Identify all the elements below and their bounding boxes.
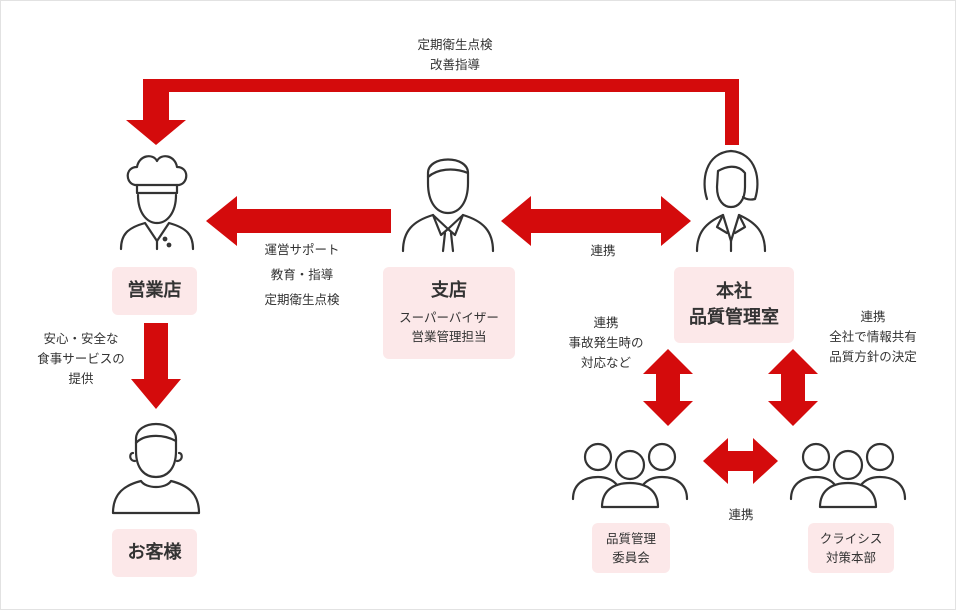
note-store-to-customer: 安心・安全な 食事サービスの 提供 xyxy=(31,329,131,389)
arrow-hq-to-store-loop xyxy=(126,79,739,145)
chef-icon xyxy=(119,155,195,251)
branch-label: 支店 xyxy=(431,280,467,302)
note-top-loop: 定期衛生点検 改善指導 xyxy=(395,35,515,75)
note-hq-to-crisis: 連携 全社で情報共有 品質方針の決定 xyxy=(813,307,933,367)
note-line: 事故発生時の xyxy=(568,335,644,350)
note-branch-hq: 連携 xyxy=(573,241,633,261)
note-committee-crisis: 連携 xyxy=(711,505,771,525)
arrow-committee-crisis xyxy=(703,438,778,484)
businessman-icon xyxy=(401,158,495,253)
note-line: 食事サービスの xyxy=(37,351,125,366)
note-line: 連携 xyxy=(728,507,754,522)
hq-label: 本社 xyxy=(716,280,752,302)
note-line: 改善指導 xyxy=(429,57,480,72)
store-box: 営業店 xyxy=(112,267,197,315)
group-icon xyxy=(571,442,689,509)
note-branch-to-store: 運営サポート 教育・指導 定期衛生点検 xyxy=(247,237,357,312)
crisis-hq-label: クライシス xyxy=(819,530,883,546)
note-line: 全社で情報共有 xyxy=(829,329,917,344)
store-label: 営業店 xyxy=(127,279,182,301)
note-line: 定期衛生点検 xyxy=(264,292,340,307)
note-line: 連携 xyxy=(593,315,619,330)
note-line: 品質方針の決定 xyxy=(829,349,917,364)
note-line: 対応など xyxy=(580,355,631,370)
branch-sub: スーパーバイザー 営業管理担当 xyxy=(399,308,499,347)
customer-box: お客様 xyxy=(112,529,197,577)
arrow-branch-hq xyxy=(501,196,691,246)
arrow-hq-committee xyxy=(643,349,693,426)
quality-committee-label: 委員会 xyxy=(612,550,650,565)
group-icon xyxy=(789,442,907,509)
note-line: 連携 xyxy=(860,309,886,324)
hq-label: 品質管理室 xyxy=(689,307,779,328)
note-line: 提供 xyxy=(68,371,94,386)
note-line: 連携 xyxy=(590,243,616,258)
arrow-store-to-customer xyxy=(131,323,181,409)
crisis-hq-label: 対策本部 xyxy=(825,550,876,565)
branch-sub-line: スーパーバイザー xyxy=(399,309,499,325)
customer-label: お客様 xyxy=(127,541,182,563)
branch-sub-line: 営業管理担当 xyxy=(411,329,487,345)
businesswoman-icon xyxy=(695,149,767,253)
branch-box: 支店 スーパーバイザー 営業管理担当 xyxy=(383,267,515,359)
quality-committee-box: 品質管理 委員会 xyxy=(592,523,670,573)
note-line: 安心・安全な xyxy=(43,331,119,346)
note-line: 運営サポート xyxy=(264,242,340,257)
arrow-hq-crisis xyxy=(768,349,818,426)
arrow-branch-to-store xyxy=(206,196,391,246)
hq-box: 本社 品質管理室 xyxy=(674,267,794,343)
note-line: 教育・指導 xyxy=(270,267,334,282)
crisis-hq-box: クライシス 対策本部 xyxy=(808,523,894,573)
arrows xyxy=(126,79,818,484)
note-line: 定期衛生点検 xyxy=(417,37,493,52)
quality-committee-label: 品質管理 xyxy=(605,530,656,546)
note-hq-to-committee: 連携 事故発生時の 対応など xyxy=(556,313,656,373)
customer-icon xyxy=(111,423,201,515)
